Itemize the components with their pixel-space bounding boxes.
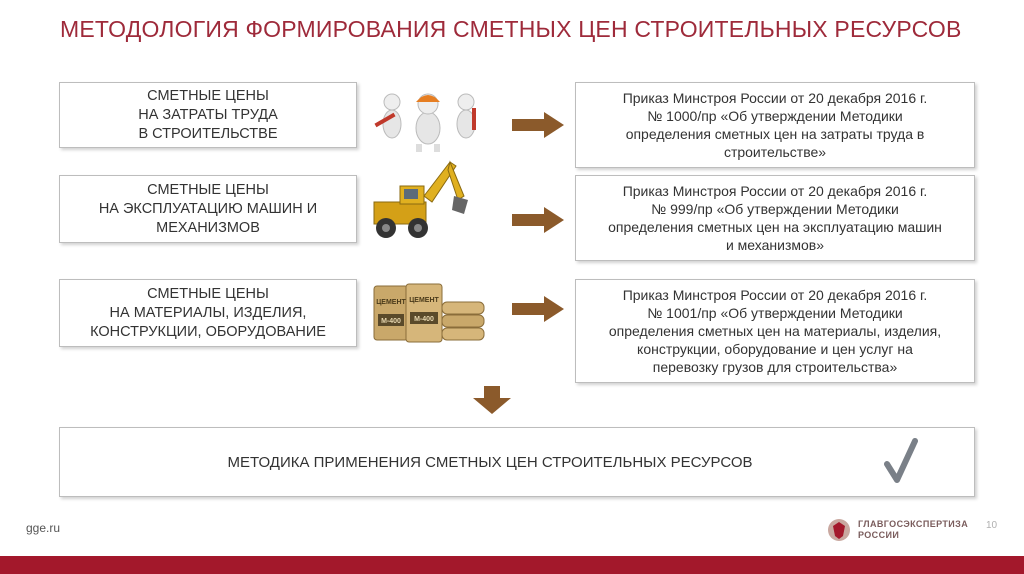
left-box-line: НА ЗАТРАТЫ ТРУДА (138, 106, 278, 123)
left-box-machines: СМЕТНЫЕ ЦЕНЫ НА ЭКСПЛУАТАЦИЮ МАШИН И МЕХ… (59, 175, 357, 243)
left-box-materials: СМЕТНЫЕ ЦЕНЫ НА МАТЕРИАЛЫ, ИЗДЕЛИЯ, КОНС… (59, 279, 357, 347)
order-line: № 999/пр «Об утверждении Методики (651, 201, 899, 217)
arrow-right-icon (512, 296, 564, 322)
cement-grade: М-400 (414, 316, 434, 323)
order-line: строительстве» (723, 144, 827, 160)
right-box-machines-order: Приказ Минстроя России от 20 декабря 201… (575, 175, 975, 261)
page-number: 10 (986, 520, 998, 531)
logo-line1: ГЛАВГОСЭКСПЕРТИЗА (858, 519, 969, 529)
left-box-labor: СМЕТНЫЕ ЦЕНЫ НА ЗАТРАТЫ ТРУДА В СТРОИТЕЛ… (59, 82, 357, 148)
excavator-illustration-icon (373, 160, 468, 238)
methodology-box: МЕТОДИКА ПРИМЕНЕНИЯ СМЕТНЫХ ЦЕН СТРОИТЕЛ… (59, 427, 975, 497)
order-line: Приказ Минстроя России от 20 декабря 201… (622, 183, 928, 199)
right-box-labor-order: Приказ Минстроя России от 20 декабря 201… (575, 82, 975, 168)
left-box-line: В СТРОИТЕЛЬСТВЕ (138, 125, 278, 142)
cement-grade: М-400 (381, 318, 401, 325)
arrow-down-icon (473, 386, 511, 414)
cement-bags-illustration-icon: ЦЕМЕНТ М-400 ЦЕМЕНТ М-400 (373, 283, 485, 343)
methodology-text: МЕТОДИКА ПРИМЕНЕНИЯ СМЕТНЫХ ЦЕН СТРОИТЕЛ… (227, 454, 753, 471)
order-line: определения сметных цен на затраты труда… (625, 126, 925, 142)
right-box-materials-order: Приказ Минстроя России от 20 декабря 201… (575, 279, 975, 383)
emblem-icon (828, 519, 850, 541)
left-box-line: СМЕТНЫЕ ЦЕНЫ (147, 285, 269, 302)
left-box-line: НА ЭКСПЛУАТАЦИЮ МАШИН И (98, 200, 318, 217)
arrow-right-icon (512, 112, 564, 138)
logo-line2: РОССИИ (858, 530, 900, 540)
order-line: конструкции, оборудование и цен услуг на (637, 341, 913, 357)
footer-url: gge.ru (26, 521, 61, 535)
logo: ГЛАВГОСЭКСПЕРТИЗА РОССИИ (826, 515, 976, 545)
page-title: МЕТОДОЛОГИЯ ФОРМИРОВАНИЯ СМЕТНЫХ ЦЕН СТР… (60, 16, 962, 42)
order-line: и механизмов» (725, 237, 825, 253)
order-line: определения сметных цен на эксплуатацию … (608, 219, 942, 235)
order-line: Приказ Минстроя России от 20 декабря 201… (622, 90, 928, 106)
left-box-line: СМЕТНЫЕ ЦЕНЫ (147, 87, 269, 104)
checkmark-icon (884, 438, 918, 483)
arrow-right-icon (512, 207, 564, 233)
footer-bar (0, 556, 1024, 574)
left-box-line: МЕХАНИЗМОВ (156, 219, 260, 236)
order-line: перевозку грузов для строительства» (652, 359, 898, 375)
order-line: определения сметных цен на материалы, из… (608, 323, 942, 339)
workers-illustration-icon (374, 93, 476, 152)
left-box-line: СМЕТНЫЕ ЦЕНЫ (147, 181, 269, 198)
cement-label: ЦЕМЕНТ (409, 297, 439, 304)
order-line: Приказ Минстроя России от 20 декабря 201… (622, 287, 928, 303)
left-box-line: НА МАТЕРИАЛЫ, ИЗДЕЛИЯ, (109, 304, 307, 321)
cement-label: ЦЕМЕНТ (376, 299, 406, 306)
order-line: № 1000/пр «Об утверждении Методики (647, 108, 903, 124)
order-line: № 1001/пр «Об утверждении Методики (647, 305, 903, 321)
left-box-line: КОНСТРУКЦИИ, ОБОРУДОВАНИЕ (90, 323, 326, 340)
